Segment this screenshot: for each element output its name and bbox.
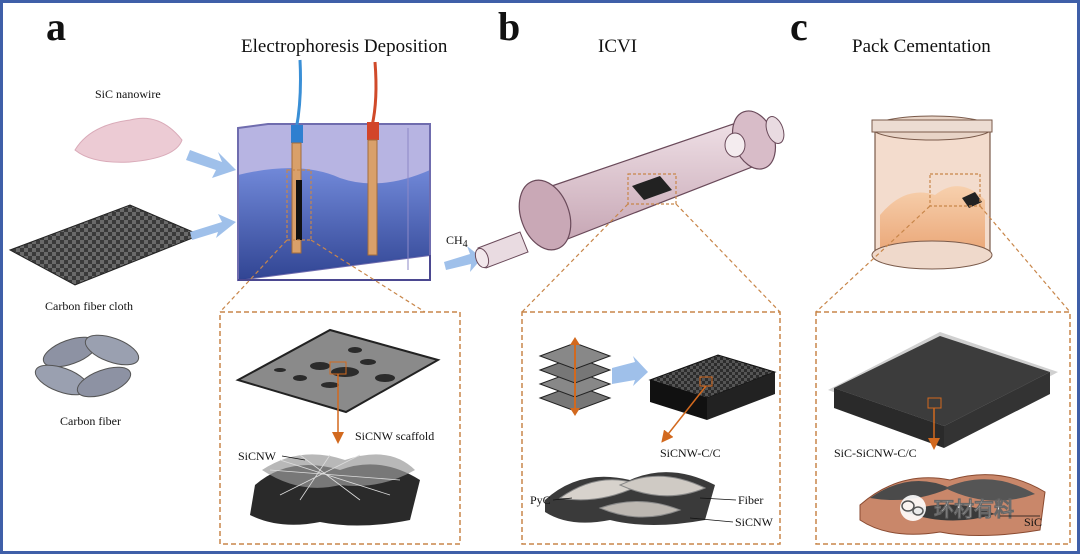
detail-box-b	[521, 311, 781, 545]
sic-sicnw-cc-label: SiC-SiCNW-C/C	[834, 446, 917, 460]
sicnw-label-b: SiCNW	[735, 515, 774, 529]
sicnw-cc-label: SiCNW-C/C	[660, 446, 721, 460]
zoom-line-c-right	[979, 205, 1071, 313]
sample-in-tube	[632, 176, 672, 200]
panel-c-letter: c	[790, 4, 808, 49]
zoom-marker-a	[286, 169, 312, 241]
sic-coated-fibers	[859, 474, 1046, 537]
fiber-label: Fiber	[738, 493, 763, 507]
feed-arrow-bottom	[190, 214, 236, 240]
detail-box-c	[815, 311, 1071, 545]
panel-b-letter: b	[498, 4, 520, 49]
panel-c-title: Pack Cementation	[852, 36, 991, 57]
electrophoresis-tank	[237, 123, 431, 282]
feed-arrow-top	[186, 150, 236, 178]
sic-nanowire-label: SiC nanowire	[95, 87, 161, 101]
carbon-fiber-cloth	[8, 204, 202, 286]
panel-b-title: ICVI	[598, 36, 637, 57]
densify-arrow	[612, 356, 648, 386]
zoom-marker-c	[929, 173, 981, 207]
sic-label: SiC	[1024, 515, 1042, 529]
sicnw-scaffold-label: SiCNW scaffold	[355, 429, 434, 443]
stacked-scaffold-layers	[538, 337, 612, 416]
zoom-line-a-left	[219, 239, 288, 313]
pyc-label: PyC	[530, 493, 551, 507]
zoom-line-b-right	[675, 203, 781, 313]
block-zoom-arrow-b	[661, 385, 707, 443]
electrodes	[291, 59, 379, 256]
zoom-line-a-right	[310, 239, 426, 313]
scaffold-pores	[274, 347, 395, 388]
sic-nanowire-powder	[74, 117, 183, 163]
detail-box-a	[219, 311, 461, 545]
sample-in-crucible	[962, 192, 982, 208]
carbon-fiber-bundles	[34, 334, 140, 398]
sic-sicnw-cc-block	[828, 332, 1058, 448]
sicnw-woven-fibers	[250, 454, 420, 526]
sicnw-leader-a	[281, 455, 306, 461]
sicnw-cc-block	[648, 354, 777, 420]
watermark: 环材有料	[900, 495, 1014, 521]
pyc-coated-fibers	[545, 472, 715, 525]
icvi-reactor-tube	[474, 110, 785, 269]
carbon-fiber-cloth-label: Carbon fiber cloth	[45, 299, 133, 313]
pyc-leader	[552, 497, 573, 501]
sicnw-leader-b	[689, 517, 734, 523]
watermark-text: 环材有料	[934, 497, 1014, 521]
gas-inlet-arrow	[444, 246, 482, 272]
sicnw-label-a: SiCNW	[238, 449, 277, 463]
gas-label: CH4	[446, 233, 468, 250]
panel-a-title: Electrophoresis Deposition	[241, 36, 448, 57]
panel-a-letter: a	[46, 4, 66, 49]
zoom-marker-b	[627, 173, 677, 205]
zoom-line-c-left	[815, 205, 931, 313]
carbon-fiber-label: Carbon fiber	[60, 414, 121, 428]
fiber-leader	[699, 497, 737, 501]
zoom-line-b-left	[521, 203, 629, 313]
